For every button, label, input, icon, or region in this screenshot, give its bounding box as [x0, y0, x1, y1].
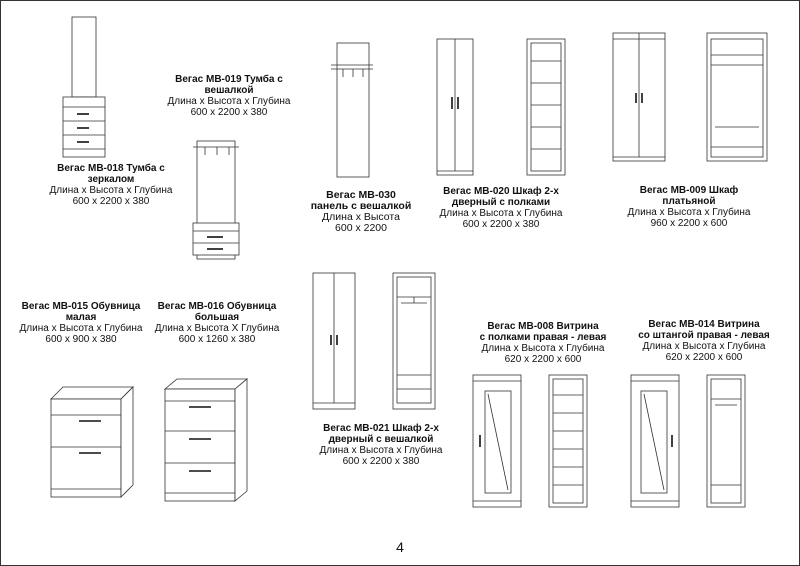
- caption-subtitle: Длина х Высота х Глубина: [49, 185, 173, 196]
- drawing-mb020-open: [526, 38, 566, 176]
- caption-mb008: Вегас МВ-008 Витрина с полками правая - …: [463, 321, 623, 365]
- drawing-mb030: [331, 42, 373, 178]
- drawing-mb015: [50, 386, 134, 498]
- caption-title: Вегас МВ-015 Обувница малая: [21, 301, 141, 323]
- page-number: 4: [396, 539, 404, 555]
- caption-title: Вегас МВ-014 Витрина со штангой правая -…: [638, 319, 770, 341]
- caption-mb030: Вегас МВ-030 панель с вешалкой Длина х В…: [281, 190, 441, 234]
- drawing-mb008-closed: [472, 374, 522, 508]
- caption-mb019: Вегас МВ-019 Тумба с вешалкой Длина х Вы…: [139, 74, 319, 118]
- caption-dims: 600 х 2200 х 380: [190, 107, 268, 118]
- caption-subtitle: Длина х Высота х Глубина: [627, 207, 751, 218]
- caption-dims: 620 х 2200 х 600: [504, 354, 582, 365]
- caption-dims: 600 х 2200 х 380: [342, 456, 420, 467]
- drawing-mb019: [192, 140, 240, 260]
- drawing-mb009-closed: [612, 32, 666, 162]
- drawing-mb014-closed: [630, 374, 680, 508]
- caption-mb020: Вегас МВ-020 Шкаф 2-х дверный с полками …: [421, 186, 581, 230]
- caption-title: Вегас МВ-016 Обувница большая: [157, 301, 277, 323]
- caption-dims: 620 х 2200 х 600: [665, 352, 743, 363]
- drawing-mb021-closed: [312, 272, 356, 410]
- drawing-mb008-open: [548, 374, 588, 508]
- caption-dims: 600 х 900 х 380: [45, 334, 117, 345]
- caption-dims: 960 х 2200 х 600: [650, 218, 728, 229]
- caption-mb018: Вегас МВ-018 Тумба с зеркалом Длина х Вы…: [21, 163, 201, 207]
- caption-subtitle: Длина х Высота Х Глубина: [154, 323, 280, 334]
- caption-dims: 600 х 2200 х 380: [462, 219, 540, 230]
- caption-subtitle: Длина х Высота х Глубина: [439, 208, 563, 219]
- caption-title: Вегас МВ-009 Шкаф платьяной: [639, 185, 739, 207]
- caption-subtitle: Длина х Высота х Глубина: [19, 323, 143, 334]
- caption-subtitle: Длина х Высота х Глубина: [642, 341, 766, 352]
- caption-mb009: Вегас МВ-009 Шкаф платьяной Длина х Высо…: [609, 185, 769, 229]
- drawing-mb021-open: [392, 272, 436, 410]
- caption-dims: 600 х 2200 х 380: [72, 196, 150, 207]
- caption-dims: 600 х 1260 х 380: [178, 334, 256, 345]
- drawing-mb020-closed: [436, 38, 474, 176]
- caption-mb015: Вегас МВ-015 Обувница малая Длина х Высо…: [11, 301, 151, 345]
- caption-title: Вегас МВ-019 Тумба с вешалкой: [175, 74, 283, 96]
- caption-mb021: Вегас МВ-021 Шкаф 2-х дверный с вешалкой…: [301, 423, 461, 467]
- caption-subtitle: Длина х Высота х Глубина: [481, 343, 605, 354]
- caption-mb016: Вегас МВ-016 Обувница большая Длина х Вы…: [147, 301, 287, 345]
- caption-title: Вегас МВ-020 Шкаф 2-х дверный с полками: [443, 186, 559, 208]
- caption-subtitle: Длина х Высота х Глубина: [167, 96, 291, 107]
- caption-title: Вегас МВ-021 Шкаф 2-х дверный с вешалкой: [323, 423, 439, 445]
- caption-title: Вегас МВ-018 Тумба с зеркалом: [57, 163, 165, 185]
- drawing-mb018: [62, 16, 106, 158]
- caption-subtitle: Длина х Высота: [322, 211, 400, 223]
- drawing-mb009-open: [706, 32, 768, 162]
- caption-subtitle: Длина х Высота х Глубина: [319, 445, 443, 456]
- drawing-mb014-open: [706, 374, 746, 508]
- caption-dims: 600 х 2200: [335, 222, 387, 234]
- drawing-mb016: [163, 378, 249, 502]
- caption-mb014: Вегас МВ-014 Витрина со штангой правая -…: [619, 319, 789, 363]
- caption-title: Вегас МВ-008 Витрина с полками правая - …: [479, 321, 607, 343]
- caption-title: Вегас МВ-030 панель с вешалкой: [310, 189, 412, 212]
